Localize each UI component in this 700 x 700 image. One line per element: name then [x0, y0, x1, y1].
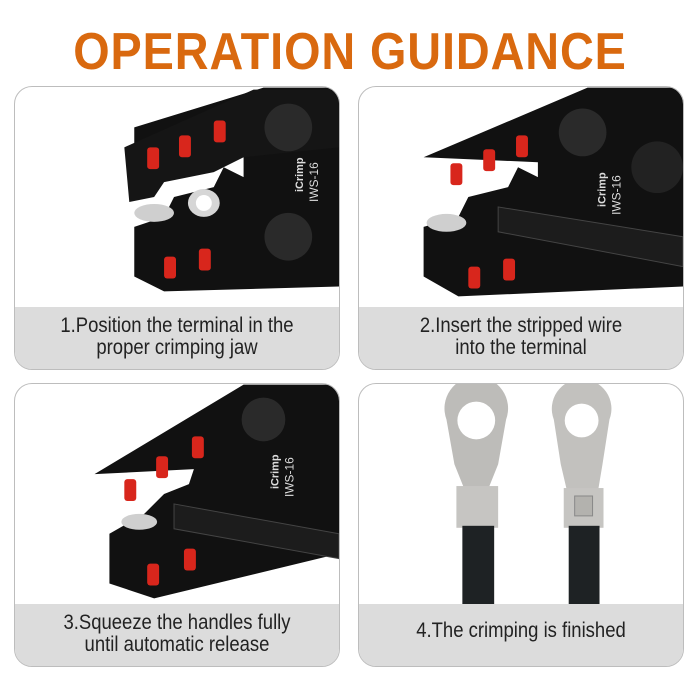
- brand-marking: iCrimp: [596, 172, 608, 207]
- caption-band: 4.The crimping is finished: [359, 604, 683, 666]
- step-4-caption: 4.The crimping is finished: [416, 619, 626, 642]
- caption-line: 1.Position the terminal in the: [60, 314, 294, 337]
- model-marking: IWS-16: [307, 162, 321, 202]
- step-2-caption: 2.Insert the stripped wire into the term…: [378, 315, 663, 359]
- caption-line: proper crimping jaw: [96, 336, 258, 359]
- caption-band: 2.Insert the stripped wire into the term…: [359, 307, 683, 369]
- caption-line: 3.Squeeze the handles fully: [63, 611, 291, 634]
- step-2-panel: iCrimp IWS-16 2.Insert the stripped wire…: [358, 86, 684, 370]
- crimped-terminals-image: [444, 384, 612, 606]
- crimper-inserting-wire-image: iCrimp IWS-16: [423, 87, 683, 297]
- crimper-with-terminal-image: iCrimp IWS-16: [124, 87, 339, 292]
- caption-line: into the terminal: [455, 336, 587, 359]
- step-3-caption: 3.Squeeze the handles fully until automa…: [34, 612, 319, 656]
- caption-band: 1.Position the terminal in the proper cr…: [15, 307, 339, 369]
- caption-line: until automatic release: [84, 633, 270, 656]
- step-1-panel: iCrimp IWS-16 1.Position the terminal in…: [14, 86, 340, 370]
- step-4-panel: 4.The crimping is finished: [358, 383, 684, 667]
- model-marking: IWS-16: [282, 457, 296, 497]
- step-3-panel: iCrimp IWS-16 3.Squeeze the handles full…: [14, 383, 340, 667]
- step-1-caption: 1.Position the terminal in the proper cr…: [34, 315, 319, 359]
- brand-marking: iCrimp: [269, 454, 281, 489]
- page-title: OPERATION GUIDANCE: [73, 23, 627, 81]
- caption-band: 3.Squeeze the handles fully until automa…: [15, 604, 339, 666]
- caption-line: 2.Insert the stripped wire: [419, 314, 623, 337]
- model-marking: IWS-16: [609, 175, 623, 215]
- crimper-squeezing-image: iCrimp IWS-16: [94, 384, 339, 599]
- brand-marking: iCrimp: [294, 157, 306, 192]
